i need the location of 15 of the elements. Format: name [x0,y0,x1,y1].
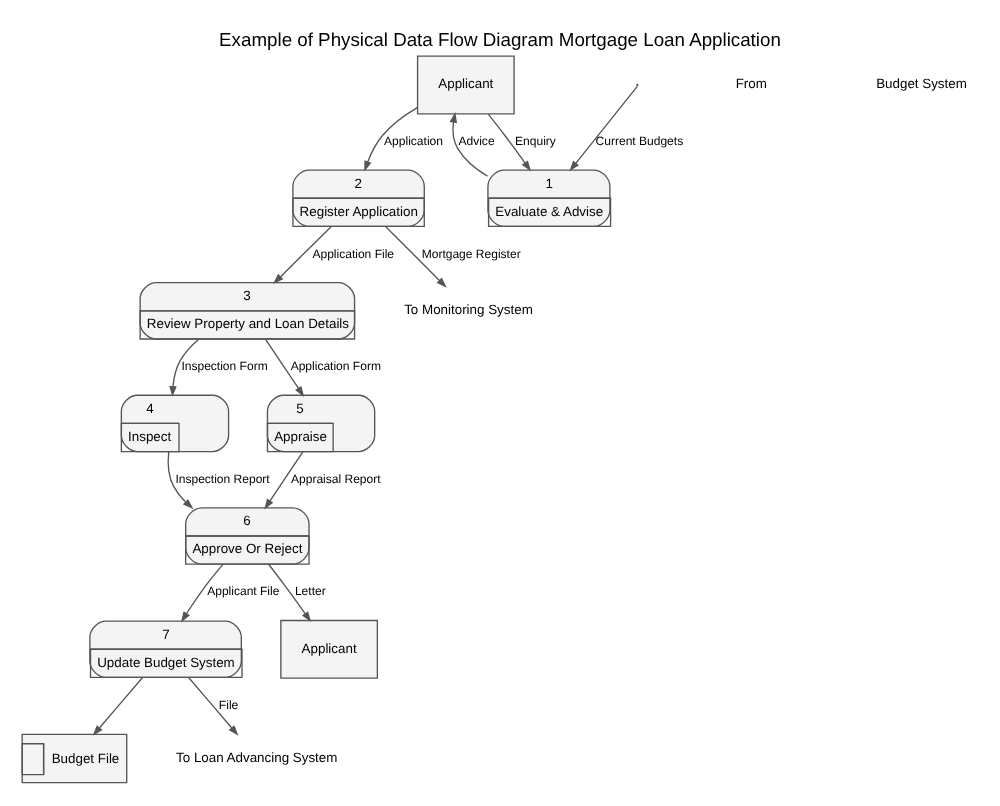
arrow [273,225,332,284]
arrow [169,337,200,396]
arrow [264,337,305,396]
arrow [569,84,638,171]
arrow [487,112,531,171]
diagram-title: Example of Physical Data Flow Diagram Mortgage Loan Application [219,28,781,49]
arrow [364,106,418,171]
arrow [180,562,224,622]
arrow [385,225,447,287]
arrow [267,562,312,622]
arrow [92,675,144,735]
arrow [264,450,304,509]
arrow [167,450,194,508]
arrow [449,111,489,176]
arrow [187,675,239,735]
